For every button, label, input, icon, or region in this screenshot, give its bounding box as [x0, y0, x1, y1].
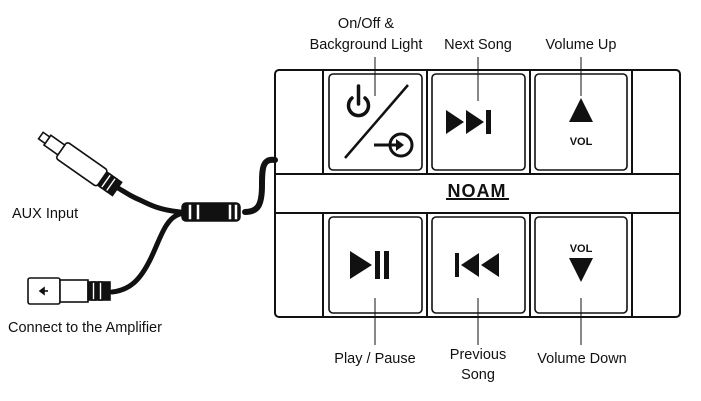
play-pause-icon: [350, 251, 389, 279]
label-play-pause: Play / Pause: [334, 351, 416, 367]
label-next-song: Next Song: [444, 37, 512, 53]
next-track-icon: [446, 110, 491, 134]
amplifier-connector: [27, 277, 111, 305]
cable: [109, 156, 278, 295]
label-background-light: Background Light: [309, 37, 423, 53]
aux-plug: [37, 131, 123, 197]
label-on-off: On/Off &: [337, 16, 395, 32]
label-aux-input: AUX Input: [12, 206, 79, 222]
y-splitter: [181, 202, 241, 222]
label-volume-up: Volume Up: [545, 37, 617, 53]
volume-down-icon: [569, 258, 593, 282]
volume-up-icon: [569, 98, 593, 122]
label-connect-amplifier: Connect to the Amplifier: [8, 320, 162, 336]
slash-divider: [344, 84, 409, 159]
label-volume-down: Volume Down: [537, 351, 627, 367]
vol-down-text: VOL: [570, 243, 593, 255]
vol-up-text: VOL: [570, 136, 593, 148]
power-icon: [346, 84, 371, 118]
previous-track-icon: [455, 253, 499, 277]
callout-lines: [374, 57, 582, 345]
label-song: Song: [461, 367, 495, 383]
input-source-icon: [374, 132, 414, 158]
label-previous: Previous: [449, 347, 507, 363]
brand-logo: NOAM: [448, 181, 507, 201]
